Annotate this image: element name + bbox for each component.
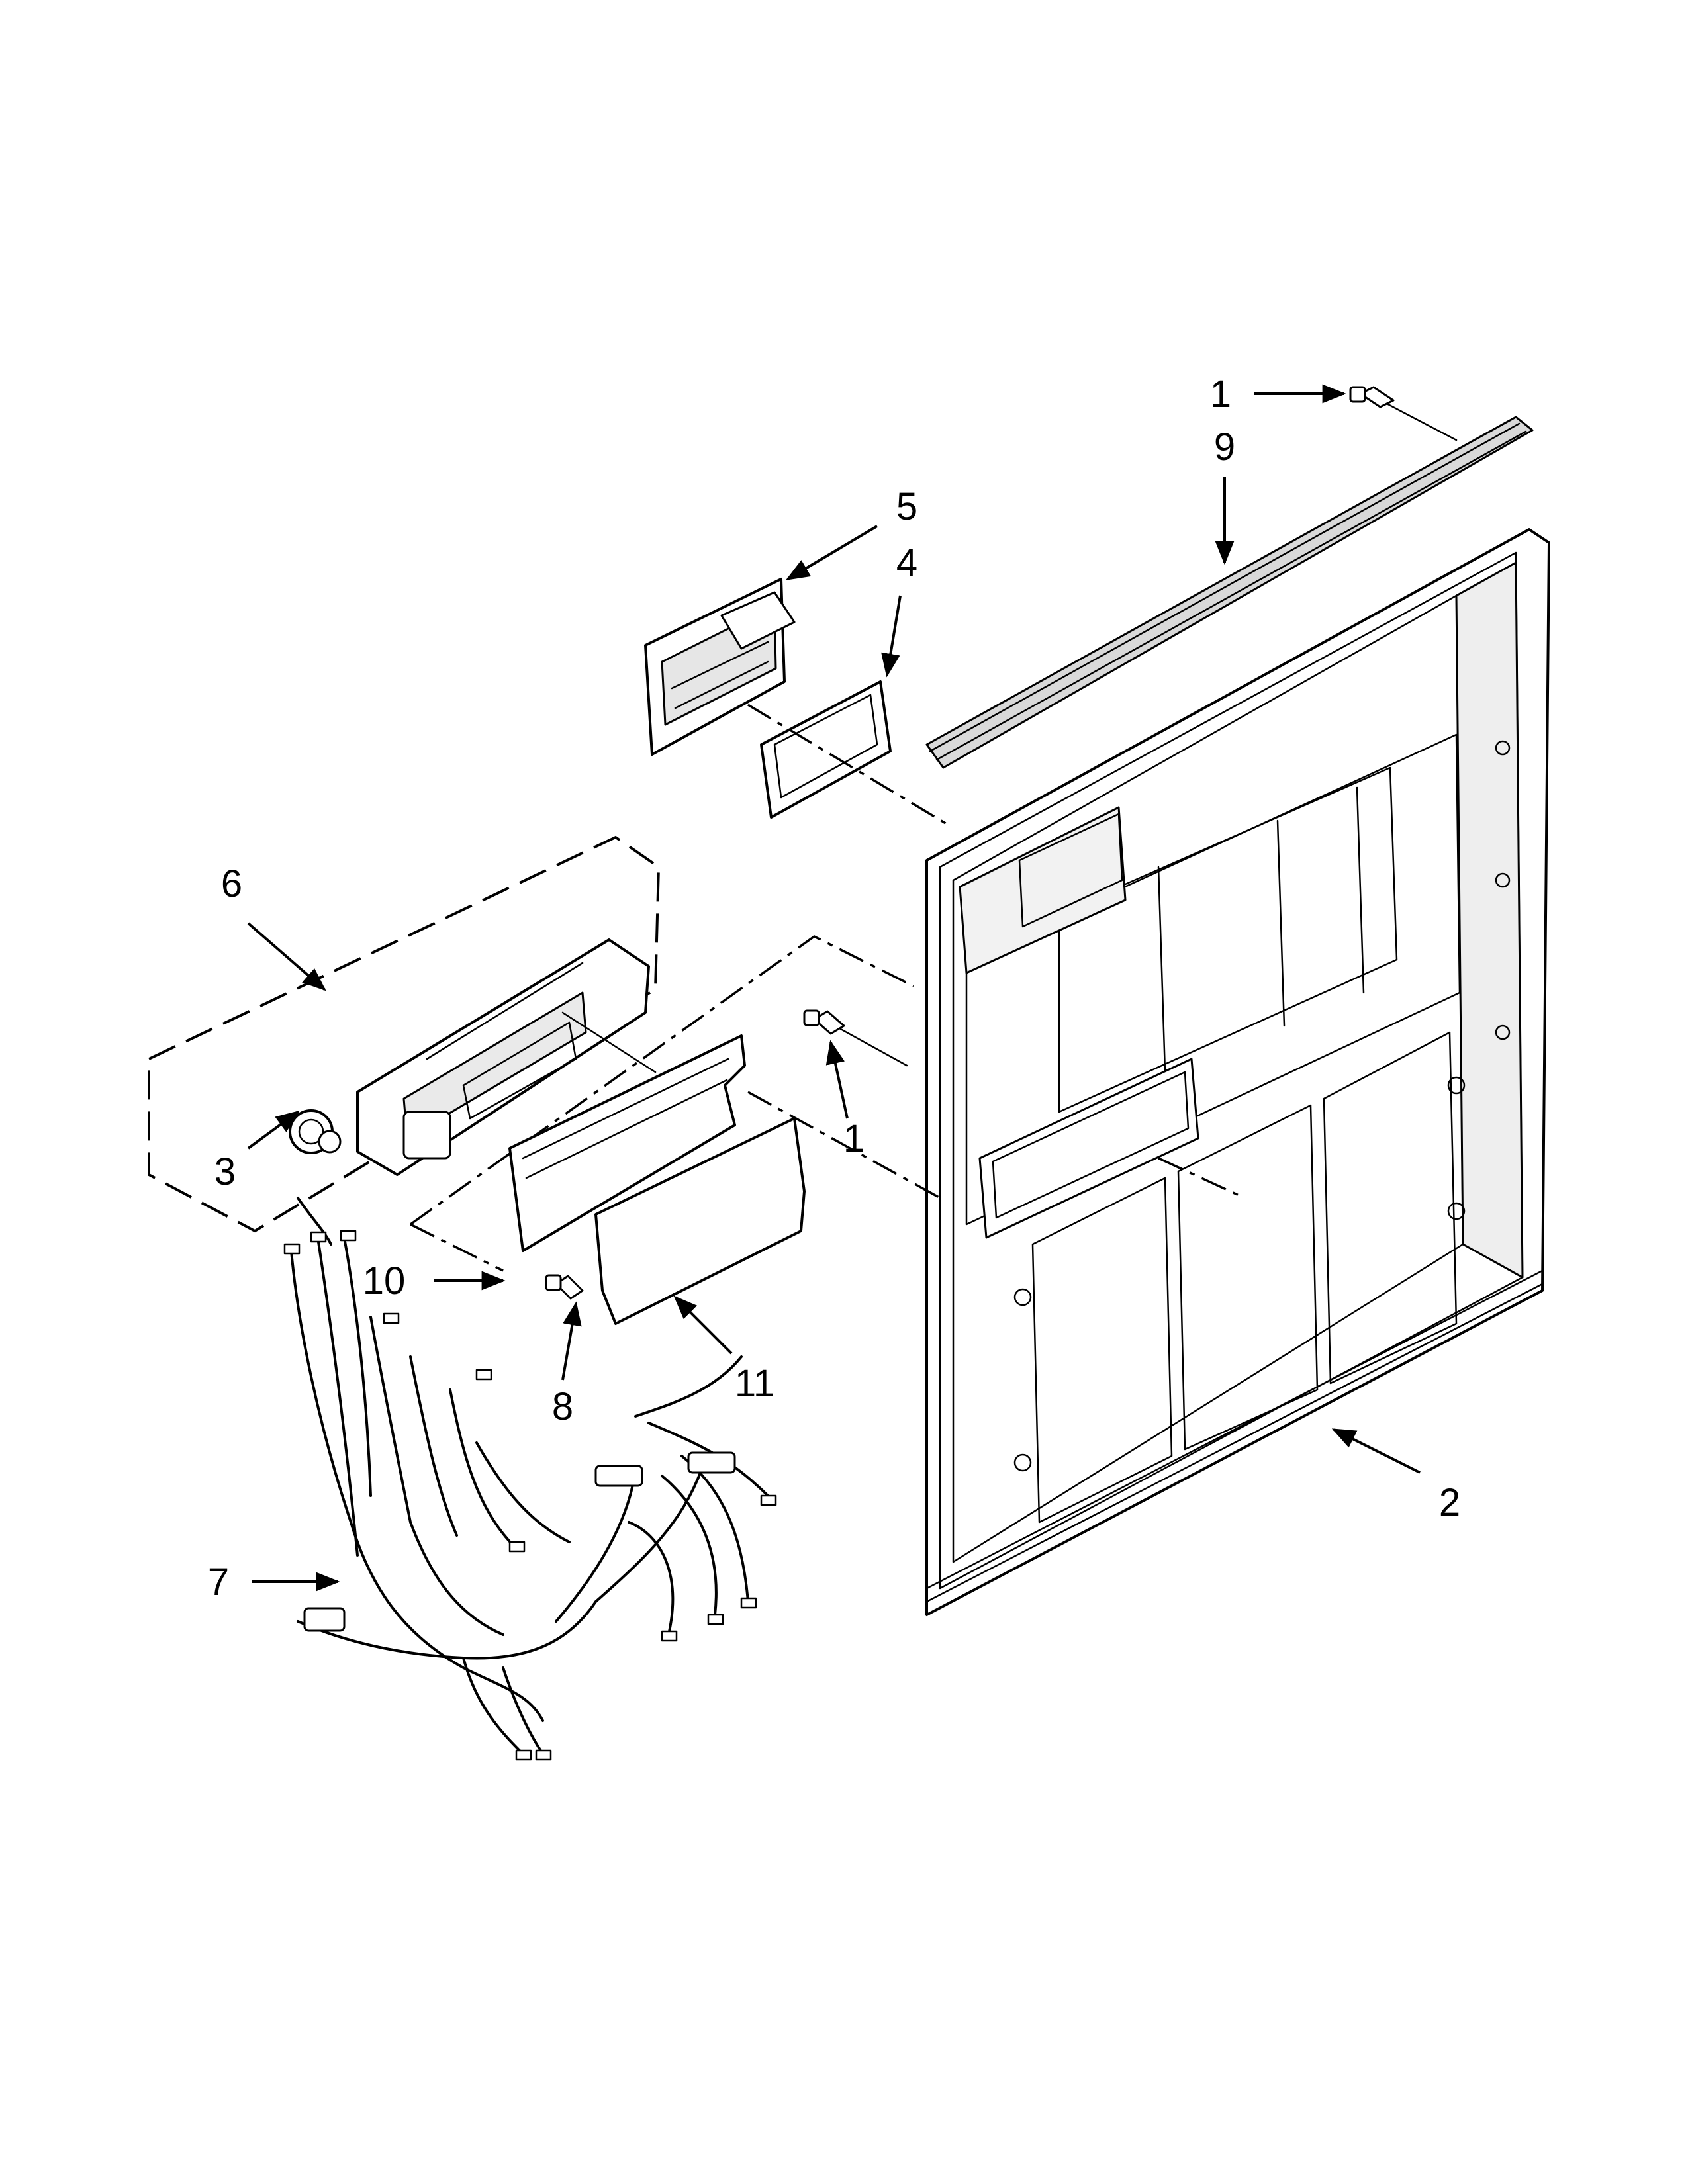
door-panel-part-2 [925, 528, 1550, 1616]
callout-10: 10 [363, 1259, 406, 1302]
control-board-part-10 [508, 1034, 746, 1252]
wire-harness-part-7 [283, 1197, 777, 1761]
leader-module-to-panel [410, 1223, 504, 1272]
callout-7: 7 [208, 1561, 229, 1604]
leader-6-internal [561, 1011, 657, 1073]
leader-module-to-door [409, 934, 914, 1226]
callout-2: 2 [1439, 1481, 1460, 1524]
dispenser-cover-part-5 [644, 578, 796, 756]
callout-5: 5 [896, 485, 917, 528]
callout-8: 8 [552, 1385, 573, 1428]
screw-part-8 [545, 1274, 584, 1300]
callout-1-top: 1 [1210, 373, 1231, 416]
leader-screw-top [1385, 402, 1458, 441]
callout-9: 9 [1214, 426, 1235, 469]
leader-vent [1158, 1157, 1245, 1199]
callout-arrows [247, 384, 1421, 1592]
callout-1-middle: 1 [843, 1117, 865, 1160]
trim-strip-part-9 [925, 416, 1534, 769]
callout-4: 4 [896, 541, 917, 584]
callout-6: 6 [221, 862, 242, 905]
leader-board-to-door [747, 1091, 941, 1199]
screw-part-1-top [1349, 386, 1395, 408]
leader-screw-middle [839, 1028, 908, 1067]
callout-11: 11 [735, 1362, 774, 1405]
leader-5-to-door [747, 704, 947, 825]
callout-labels: 1 9 5 4 6 3 1 10 8 11 7 2 [208, 373, 1460, 1604]
knob-part-3 [289, 1109, 342, 1154]
screw-part-1-middle [803, 1009, 845, 1035]
control-module-part-6 [148, 835, 661, 1233]
callout-3: 3 [214, 1150, 236, 1193]
gasket-part-4 [760, 680, 892, 819]
